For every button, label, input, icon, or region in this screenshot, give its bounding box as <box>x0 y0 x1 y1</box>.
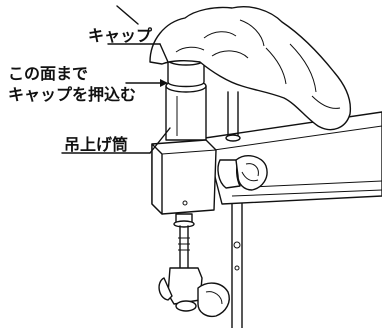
press-label-line2: キャップを押込む <box>8 85 136 104</box>
lifting-tube <box>165 79 207 141</box>
bottom-swivel-clamp <box>158 267 203 312</box>
inner-shaft <box>225 91 241 142</box>
horizontal-arm <box>204 111 382 205</box>
bottom-knob <box>197 282 230 318</box>
arm-clamp-knob <box>217 155 268 191</box>
tube-leader <box>61 127 171 154</box>
cap-label: キャップ <box>88 26 153 45</box>
press-label-line1: この面まで <box>8 64 88 83</box>
lower-stem <box>173 213 195 269</box>
vertical-support-rod <box>231 197 243 328</box>
cap-leader <box>107 5 169 63</box>
tube-label: 吊上げ筒 <box>64 135 128 154</box>
lower-housing <box>151 139 217 215</box>
press-surface-arrow <box>125 79 168 87</box>
hand-illustration <box>149 6 352 131</box>
